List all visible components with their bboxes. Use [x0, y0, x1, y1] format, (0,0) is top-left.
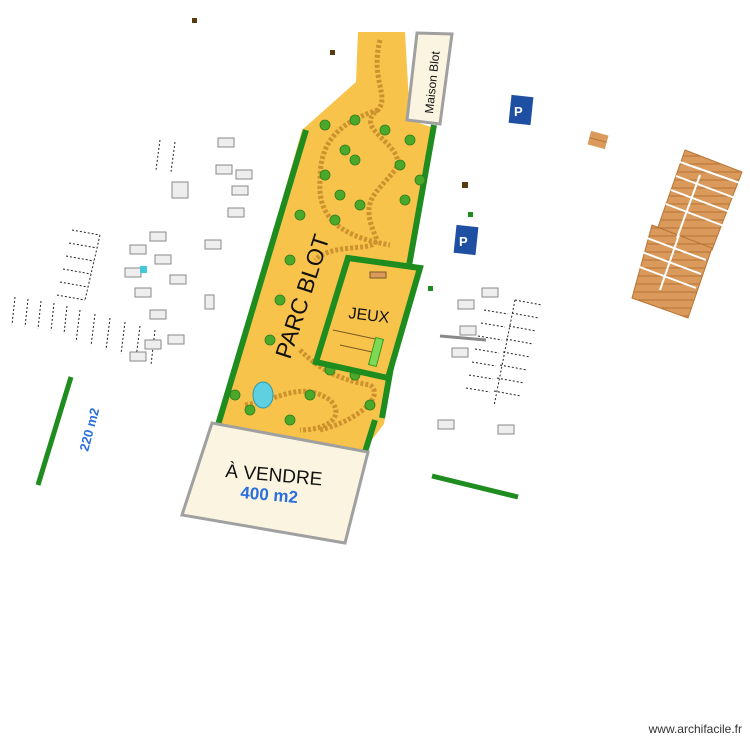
- tree-icon: [329, 214, 341, 226]
- hedge-strip-right: [431, 473, 519, 500]
- parking-lines-right: [465, 299, 543, 407]
- marker: [462, 182, 468, 188]
- marker: [330, 50, 335, 55]
- games-label: JEUX: [348, 305, 391, 327]
- bench-icon: [439, 334, 487, 342]
- tree-icon: [304, 389, 316, 401]
- sale-plot: [180, 421, 370, 545]
- tree-icon: [399, 194, 411, 206]
- tree-icon: [404, 134, 416, 146]
- svg-text:P: P: [514, 104, 523, 119]
- hedge-bottom: [362, 419, 378, 453]
- tree-icon: [354, 199, 366, 211]
- car-group-right: [437, 287, 515, 435]
- parking-lines-left: [11, 139, 176, 366]
- tree-icon: [379, 124, 391, 136]
- tree-icon: [244, 404, 256, 416]
- games-equipment: [332, 271, 387, 353]
- maison-blot-building: [405, 31, 454, 126]
- hedge-strip-left: [35, 376, 74, 486]
- pond-icon: [252, 381, 274, 409]
- house-label: Maison Blot: [422, 50, 443, 114]
- games-area: [312, 254, 424, 382]
- tree-icon: [229, 389, 241, 401]
- hedge-left: [215, 129, 309, 426]
- strip-area-label: 220 m2: [76, 406, 102, 452]
- tree-icon: [414, 174, 426, 186]
- tree-icon: [264, 334, 276, 346]
- tree-icon: [319, 169, 331, 181]
- tree-icon: [274, 294, 286, 306]
- marker: [468, 212, 473, 217]
- tree-icon: [294, 209, 306, 221]
- tree-icon: [349, 154, 361, 166]
- tree-icon: [349, 114, 361, 126]
- svg-text:P: P: [459, 234, 468, 249]
- parking-disabled-icon: P: [508, 94, 534, 126]
- tree-icon: [339, 144, 351, 156]
- car-group-left: [124, 137, 253, 362]
- tree-icon: [334, 189, 346, 201]
- slide-icon: [367, 336, 385, 368]
- tree-icon: [284, 254, 296, 266]
- parking-disabled-icon: P: [453, 224, 479, 256]
- tree-icon: [364, 399, 376, 411]
- small-deck: [587, 130, 609, 150]
- wood-deck: [631, 149, 743, 319]
- tree-icon: [394, 159, 406, 171]
- small-pool-icon: [140, 266, 147, 273]
- sale-area-label: 400 m2: [240, 483, 299, 507]
- tree-icon: [284, 414, 296, 426]
- site-credit: www.archifacile.fr: [648, 722, 742, 736]
- marker: [192, 18, 197, 23]
- tree-icon: [319, 119, 331, 131]
- marker: [428, 286, 433, 291]
